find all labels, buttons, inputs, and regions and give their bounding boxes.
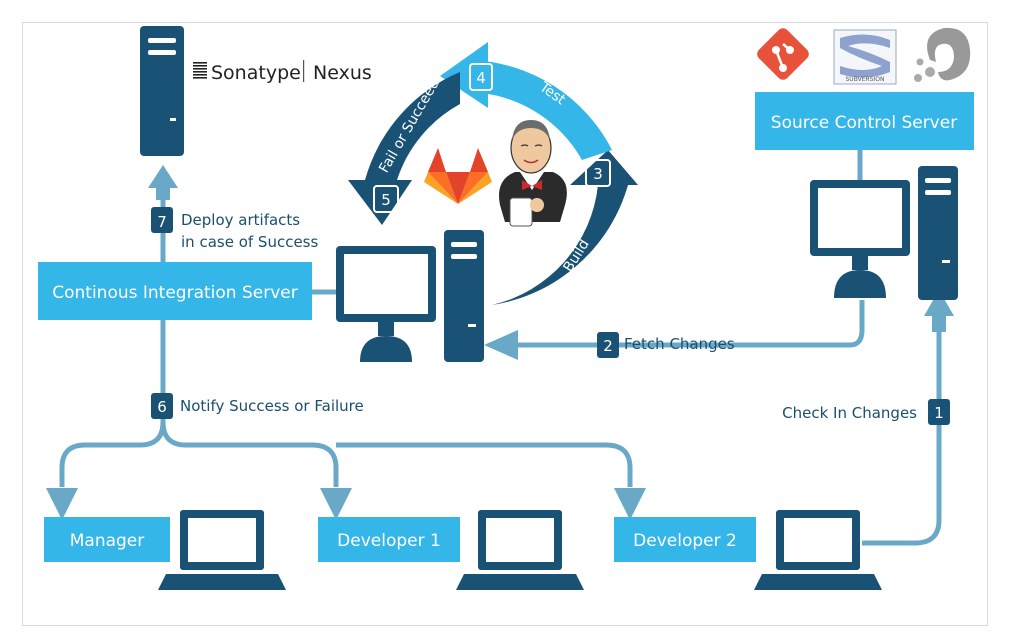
source-control-box: Source Control Server [755, 92, 974, 150]
step-4-badge: 4 [476, 69, 486, 87]
developer1-label: Developer 1 [337, 531, 441, 551]
ci-server-label: Continous Integration Server [52, 283, 297, 303]
step-5-badge: 5 [381, 191, 391, 209]
source-tower-icon [918, 166, 958, 300]
manager-box: Manager [44, 517, 170, 562]
step-2-text: Fetch Changes [624, 335, 735, 353]
source-monitor-icon [810, 180, 910, 298]
step-6: 6 Notify Success or Failure [151, 393, 364, 419]
subversion-icon: SUBVERSION [833, 29, 897, 85]
arrow-down-dev2 [614, 488, 646, 520]
developer2-label: Developer 2 [633, 531, 737, 551]
step-7: 7 Deploy artifacts in case of Success [151, 207, 318, 251]
arrow-heads [46, 165, 954, 520]
test-arc [470, 60, 612, 160]
sonatype-logo-icon: Sonatype Nexus [193, 60, 372, 84]
step-6-badge: 6 [157, 398, 167, 416]
sonatype-text: Sonatype [211, 62, 301, 84]
developer1-laptop-icon [456, 510, 584, 590]
step-7-text-line2: in case of Success [181, 233, 318, 251]
source-control-label: Source Control Server [771, 113, 957, 133]
mercurial-icon [914, 27, 971, 82]
developer2-box: Developer 2 [614, 517, 756, 562]
step-6-text: Notify Success or Failure [180, 397, 364, 415]
step-7-badge: 7 [157, 213, 167, 231]
manager-laptop-icon [158, 510, 286, 590]
developer1-box: Developer 1 [318, 517, 460, 562]
build-arc [492, 150, 638, 305]
ci-server-box: Continous Integration Server [38, 262, 312, 320]
ci-tower-icon [444, 230, 484, 362]
subversion-text: SUBVERSION [846, 76, 885, 83]
arrow-down-manager [46, 488, 78, 520]
step-1-badge: 1 [934, 404, 944, 422]
jenkins-icon [499, 120, 567, 227]
step-7-text: Deploy artifacts [181, 211, 300, 229]
ci-monitor-icon [336, 246, 436, 362]
nexus-text: Nexus [313, 62, 372, 84]
gitlab-icon [424, 148, 492, 204]
step-2-badge: 2 [603, 337, 613, 355]
test-arrow-head [440, 42, 488, 108]
arrow-up-source [924, 290, 954, 332]
step-3-badge: 3 [593, 165, 603, 183]
step-1-text: Check In Changes [782, 404, 917, 422]
git-icon [757, 28, 809, 80]
manager-label: Manager [70, 531, 145, 551]
arrow-up-nexus [148, 165, 178, 200]
step-3-text: Build [561, 237, 593, 275]
developer2-laptop-icon [754, 510, 882, 590]
step-1: Check In Changes 1 [782, 399, 950, 425]
arrow-down-dev1 [320, 488, 352, 520]
arrow-left-fetch [484, 330, 518, 360]
nexus-server-icon [140, 26, 184, 156]
step-2: 2 Fetch Changes [597, 332, 735, 358]
